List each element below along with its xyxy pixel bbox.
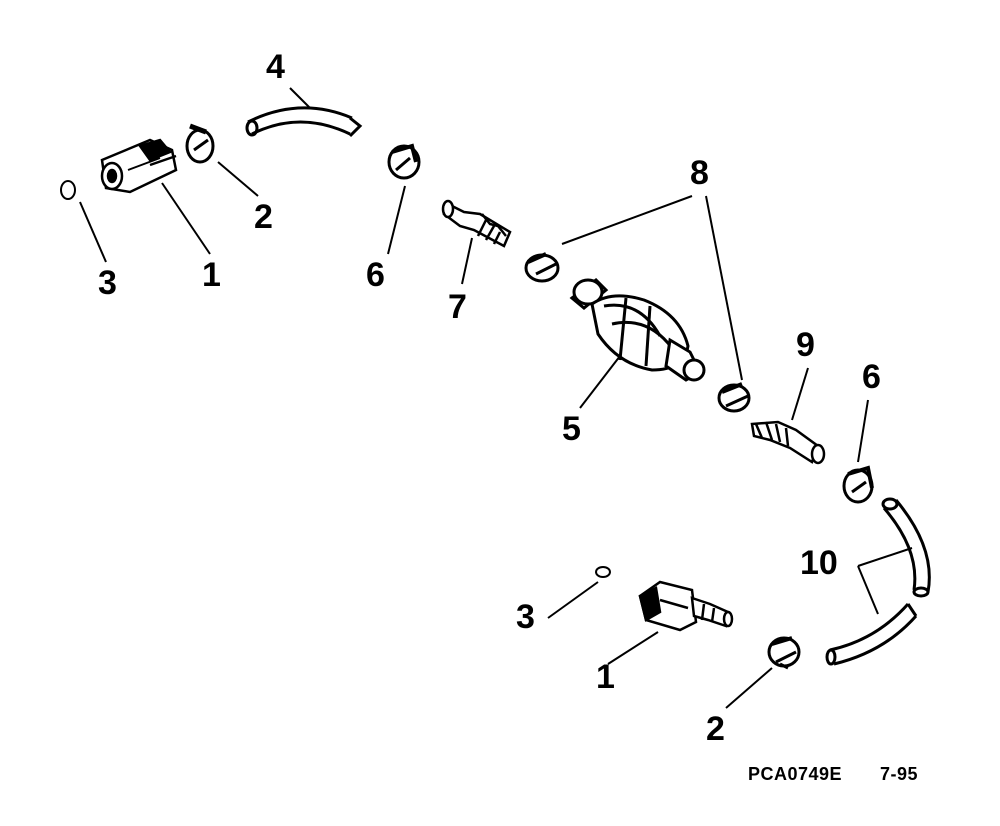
hose-clamp-upper-8 (524, 252, 560, 283)
callout-2-top: 2 (254, 198, 273, 236)
callout-2-bottom: 2 (706, 710, 725, 748)
callout-3-top: 3 (98, 264, 117, 302)
fuel-connector-top (100, 138, 178, 194)
callout-6-bottom: 6 (862, 358, 881, 396)
fuel-hose-long (825, 497, 931, 666)
hose-clamp-lower-8 (717, 382, 751, 413)
hose-clamp-bottom (767, 636, 801, 670)
callout-1-top: 1 (202, 256, 221, 294)
callout-9: 9 (796, 326, 815, 364)
hose-clamp-top-6 (387, 143, 421, 180)
callout-1-bottom: 1 (596, 658, 615, 696)
leader-lines (79, 87, 913, 709)
hose-fitting-7 (441, 199, 512, 248)
callout-10: 10 (800, 544, 838, 582)
callout-7: 7 (448, 288, 467, 326)
fuel-hose-short (245, 106, 363, 138)
figure-date: 7-95 (880, 764, 919, 784)
figure-code: PCA0749E (748, 764, 843, 784)
callout-3-bottom: 3 (516, 598, 535, 636)
o-ring-bottom (595, 566, 611, 578)
callout-4: 4 (266, 48, 285, 86)
callout-6-top: 6 (366, 256, 385, 294)
primer-bulb (569, 278, 706, 382)
hose-fitting-9 (750, 420, 826, 465)
callout-8: 8 (690, 154, 709, 192)
hose-clamp-right-6 (842, 465, 874, 504)
callout-5: 5 (562, 410, 581, 448)
o-ring-top (60, 180, 76, 200)
hose-clamp-top (185, 123, 215, 164)
fuel-connector-bottom (638, 580, 734, 632)
